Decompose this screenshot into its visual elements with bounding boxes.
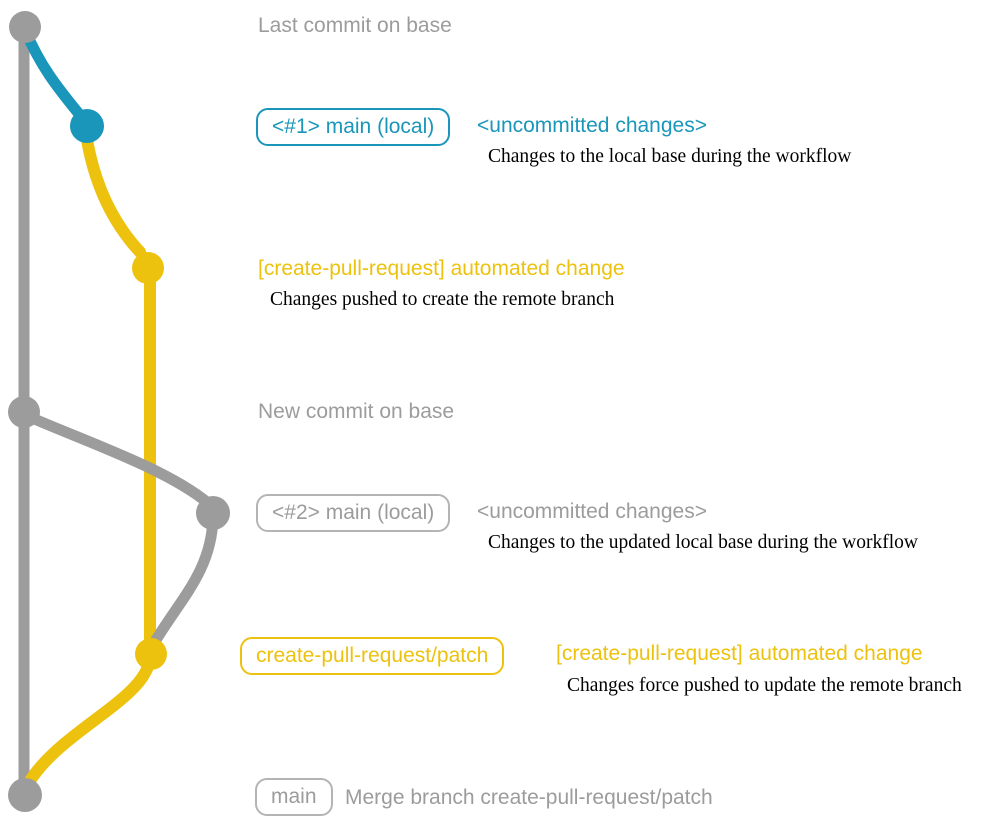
commit-node-base-last [9, 11, 41, 43]
badge-main-local-2: <#2> main (local) [256, 494, 451, 532]
last-commit-label: Last commit on base [258, 14, 452, 37]
automated-change-desc-2: Changes force pushed to update the remot… [567, 675, 962, 696]
merge-commit-label: Merge branch create-pull-request/patch [345, 786, 713, 809]
badge-main-local-1: <#1> main (local) [256, 108, 451, 146]
uncommitted-changes-desc-2: Changes to the updated local base during… [488, 532, 918, 553]
commit-node-merge [8, 778, 42, 812]
commit-node-patch-2 [135, 638, 167, 670]
badge-patch-branch: create-pull-request/patch [240, 637, 505, 675]
patch-merge-curve [22, 652, 156, 790]
uncommitted-changes-label-1: <uncommitted changes> [477, 114, 707, 137]
local-head-to-patch-curve [150, 511, 219, 646]
badge-main: main [255, 778, 333, 816]
automated-change-label-2: [create-pull-request] automated change [556, 642, 923, 665]
commit-node-patch-1 [132, 252, 164, 284]
automated-change-label-1: [create-pull-request] automated change [258, 257, 625, 280]
base-to-local-head-curve [26, 412, 214, 509]
commit-node-local-2 [196, 496, 230, 530]
commit-node-base-new [8, 396, 40, 428]
uncommitted-changes-desc-1: Changes to the local base during the wor… [488, 146, 852, 167]
uncommitted-changes-label-2: <uncommitted changes> [477, 500, 707, 523]
commit-node-local-1 [70, 109, 104, 143]
local-uncommitted-curve [19, 24, 90, 126]
new-commit-label: New commit on base [258, 400, 455, 423]
automated-change-desc-1: Changes pushed to create the remote bran… [270, 289, 615, 310]
patch-branch-curve-from-main [81, 134, 146, 258]
